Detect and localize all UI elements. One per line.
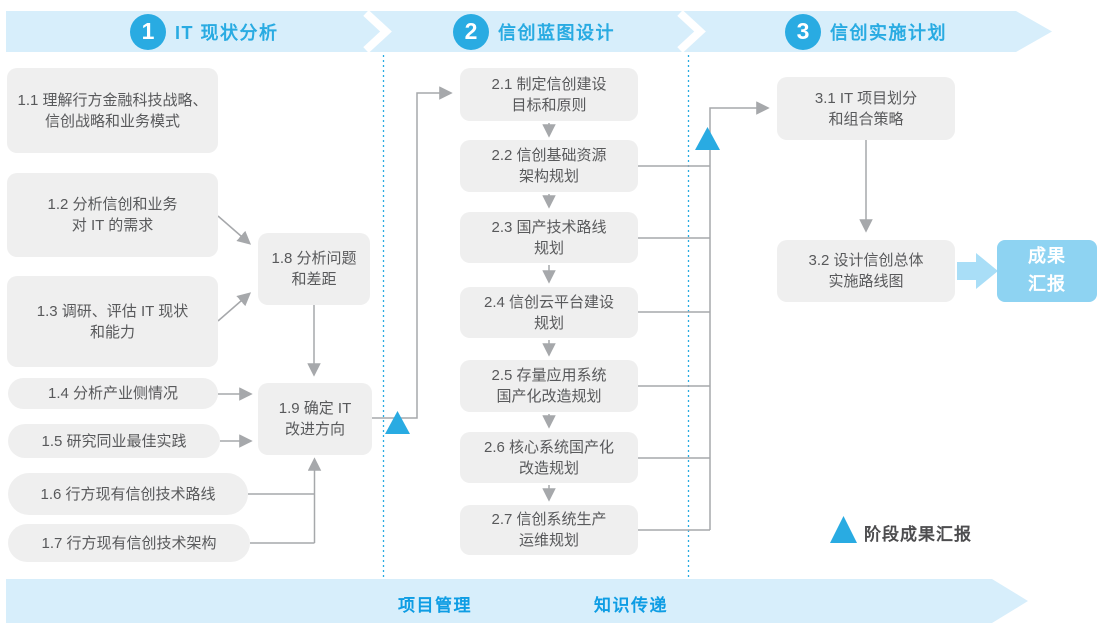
legend-label: 阶段成果汇报 [864, 525, 972, 544]
box-3-1: 3.1 IT 项目划分 和组合策略 [777, 77, 955, 140]
footer-knowledge-transfer-label: 知识传递 [594, 596, 668, 615]
box-1-3: 1.3 调研、评估 IT 现状 和能力 [7, 276, 218, 367]
box-2-6: 2.6 核心系统国产化 改造规划 [460, 432, 638, 483]
box-1-6: 1.6 行方现有信创技术路线 [8, 473, 248, 515]
box-1-1: 1.1 理解行方金融科技战略、 信创战略和业务模式 [7, 68, 218, 153]
box-2-7: 2.7 信创系统生产 运维规划 [460, 505, 638, 555]
box-2-1: 2.1 制定信创建设 目标和原则 [460, 68, 638, 121]
phase-title: IT 现状分析 [175, 22, 279, 43]
box-1-2: 1.2 分析信创和业务 对 IT 的需求 [7, 173, 218, 257]
box-2-2: 2.2 信创基础资源 架构规划 [460, 140, 638, 192]
footer-project-management-label: 项目管理 [398, 596, 472, 615]
box-2-5: 2.5 存量应用系统 国产化改造规划 [460, 360, 638, 412]
phase-banner-3: 3 信创实施计划 [785, 11, 947, 52]
phase-number-badge: 2 [453, 13, 489, 50]
phase-banner-1: 1 IT 现状分析 [130, 11, 279, 52]
phase-banner-2: 2 信创蓝图设计 [453, 11, 615, 52]
phase-number-badge: 1 [130, 13, 166, 50]
box-1-8: 1.8 分析问题 和差距 [258, 233, 370, 305]
box-1-9: 1.9 确定 IT 改进方向 [258, 383, 372, 455]
box-2-4: 2.4 信创云平台建设 规划 [460, 287, 638, 338]
phase-number-badge: 3 [785, 13, 821, 50]
box-2-3: 2.3 国产技术路线 规划 [460, 212, 638, 263]
box-3-2: 3.2 设计信创总体 实施路线图 [777, 240, 955, 302]
phase-title: 信创蓝图设计 [498, 22, 615, 43]
box-1-5: 1.5 研究同业最佳实践 [8, 424, 220, 458]
box-1-7: 1.7 行方现有信创技术架构 [8, 524, 250, 562]
phase-title: 信创实施计划 [830, 22, 947, 43]
box-1-4: 1.4 分析产业侧情况 [8, 378, 218, 409]
result-report-box: 成果 汇报 [997, 240, 1097, 302]
